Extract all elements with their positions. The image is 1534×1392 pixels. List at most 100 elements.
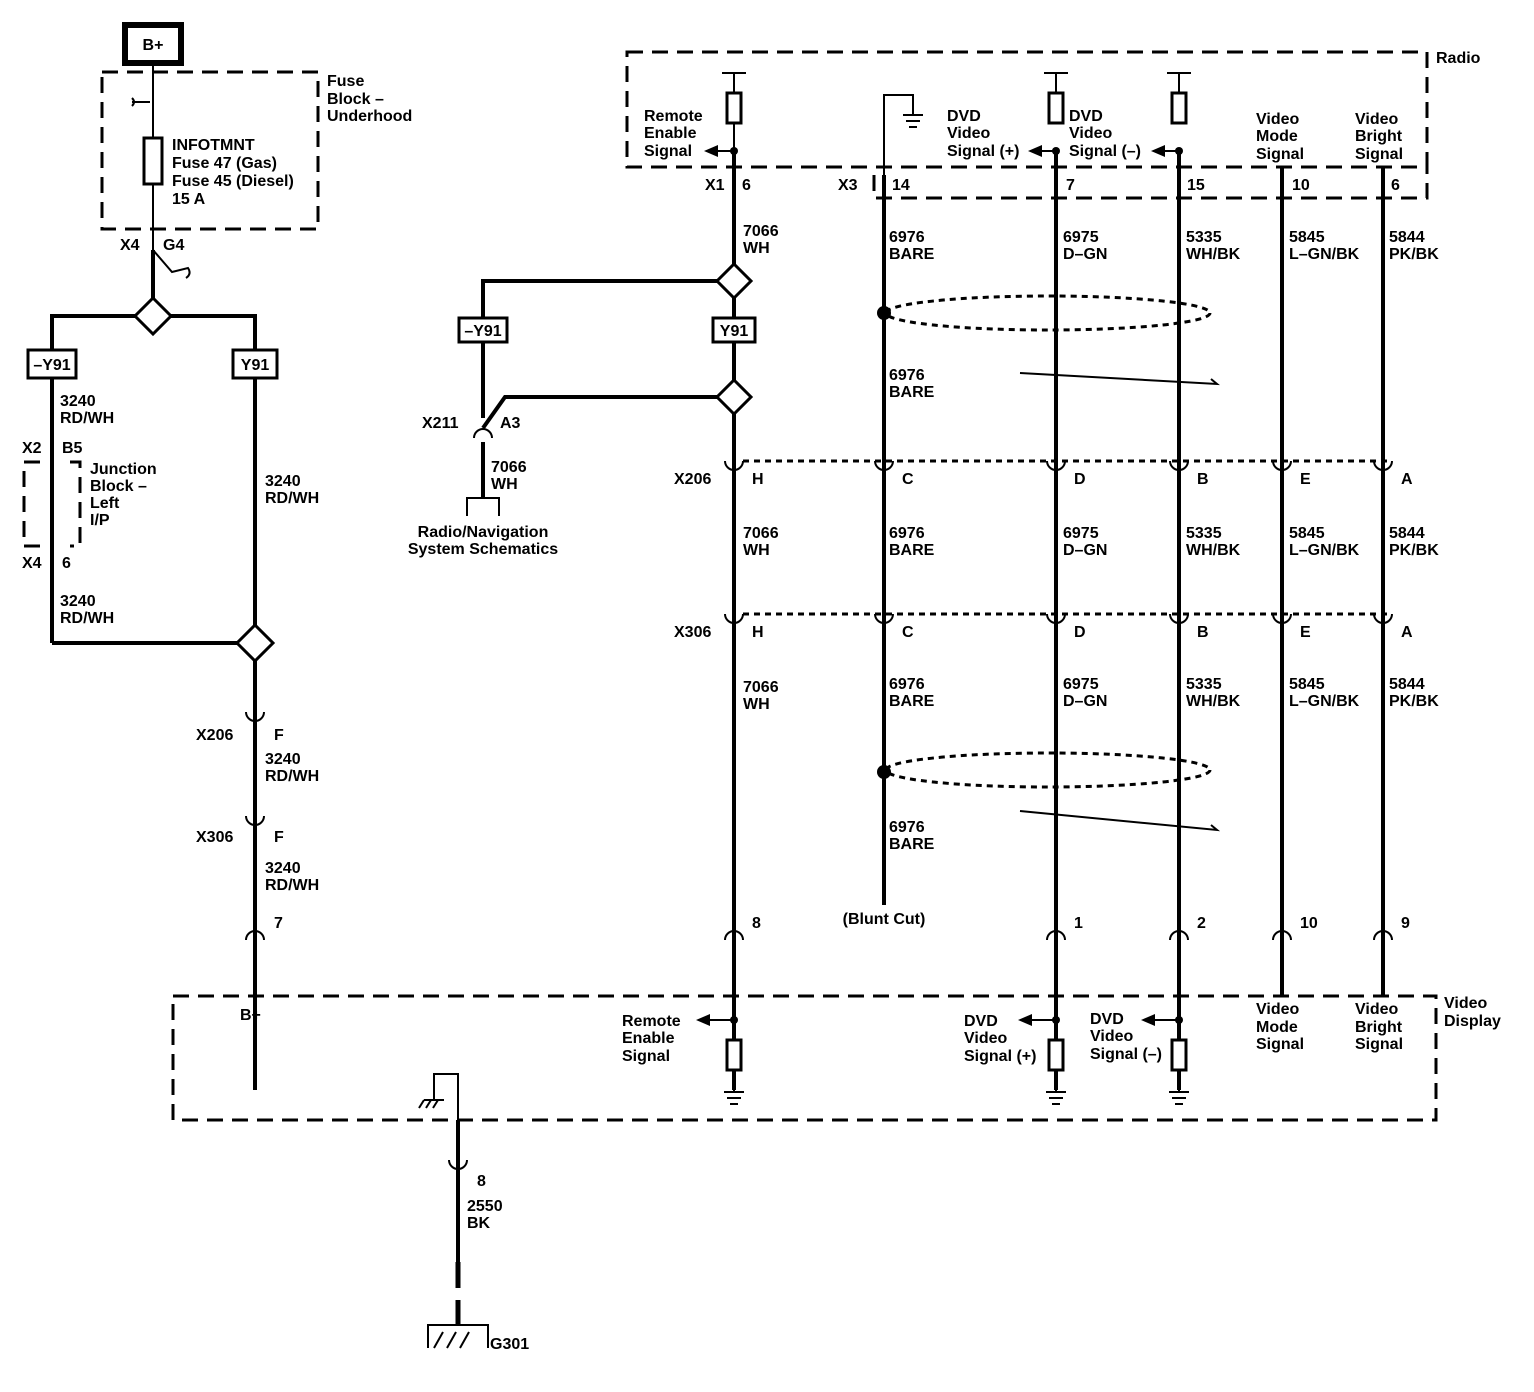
x306-pin-c-symbol <box>874 613 894 624</box>
shield-ellipse-lower <box>884 751 1212 789</box>
display-dvd-minus-label-3: Signal (–) <box>1090 1046 1162 1063</box>
display-dvd-minus-label-1: DVD <box>1090 1011 1124 1028</box>
display-chassis-ground-wire <box>433 1073 459 1120</box>
x306-pin-c: C <box>902 624 914 641</box>
shield-ellipse-upper <box>884 294 1212 332</box>
wire-3240-right-num: 3240 <box>265 473 301 490</box>
junction-block-name-1: Junction <box>90 461 157 478</box>
ground-pin8-symbol <box>448 1159 468 1170</box>
x206-pin-c: C <box>902 471 914 488</box>
radio-dvd-minus-arrow <box>1151 145 1165 157</box>
display-remote-label-1: Remote <box>622 1013 681 1030</box>
twist-line-upper <box>1019 372 1220 386</box>
option-neg-y91-left <box>26 348 78 380</box>
display-pin7-label: 7 <box>274 915 283 932</box>
fuse-line-4: 15 A <box>172 191 206 208</box>
radio-dvd-minus-resistor <box>1170 91 1188 125</box>
x306-pin-b: B <box>1197 624 1209 641</box>
option-y91-nav-label: Y91 <box>720 323 749 340</box>
wire-3240-seg3-color: RD/WH <box>265 877 319 894</box>
connector-x206: X206 H C D B E A <box>674 459 1413 488</box>
ground-g301-icon <box>433 1331 470 1349</box>
display-remote-label-2: Enable <box>622 1030 675 1047</box>
x306-pin-d-symbol <box>1046 613 1066 624</box>
label-6975-color-3: D–GN <box>1063 693 1107 710</box>
conn-x211-symbol <box>473 428 493 439</box>
label-5335-color-3: WH/BK <box>1186 693 1241 710</box>
display-video-bright-label-3: Signal <box>1355 1036 1403 1053</box>
label-6976-num-4: 6976 <box>889 676 925 693</box>
label-5845-num-1: 5845 <box>1289 229 1325 246</box>
conn-x211-label: X211 <box>422 415 459 432</box>
label-7066-num-1: 7066 <box>743 223 779 240</box>
video-display-name-1: Video <box>1444 995 1488 1012</box>
label-5845-num-3: 5845 <box>1289 676 1325 693</box>
option-y91-left-label: Y91 <box>241 357 270 374</box>
x206-pin-h: H <box>752 471 764 488</box>
label-6976-num-2: 6976 <box>889 367 925 384</box>
nav-wire-color: WH <box>491 476 518 493</box>
option-y91-nav <box>711 316 757 344</box>
label-5844-num-3: 5844 <box>1389 676 1425 693</box>
x206-pin-a: A <box>1401 471 1413 488</box>
jb-x4-label: X4 <box>22 555 42 572</box>
wire-3240-bottom-color: RD/WH <box>60 610 114 627</box>
conn-x306-left-label: X306 <box>196 829 233 846</box>
jb-b5-label: B5 <box>62 440 83 457</box>
radio-dvd-plus-resistor <box>1047 91 1065 125</box>
nav-reference-1: Radio/Navigation <box>418 524 549 541</box>
display-pin1-label: 1 <box>1074 915 1083 932</box>
radio-video-bright-label-1: Video <box>1355 111 1399 128</box>
label-5844-color-2: PK/BK <box>1389 542 1439 559</box>
twist-line-lower <box>1019 810 1221 832</box>
radio-remote-label-1: Remote <box>644 108 703 125</box>
display-connector: 8 1 2 10 9 <box>724 915 1410 941</box>
power-section: B+ Fuse Block – Underhood INFOTMNT Fuse … <box>22 22 412 1090</box>
display-pin8-symbol <box>724 930 744 941</box>
label-5335-num-1: 5335 <box>1186 229 1222 246</box>
option-splice-nav-upper <box>714 261 754 301</box>
radio-pin-bare: 14 <box>892 177 910 194</box>
x206-pin-h-symbol <box>724 460 744 471</box>
label-6976-color-4: BARE <box>889 693 935 710</box>
fuse-conn-x4-label: X4 <box>120 237 140 254</box>
radio-pin-video-bright: 6 <box>1391 177 1400 194</box>
label-5335-num-2: 5335 <box>1186 525 1222 542</box>
right-branch-wire <box>171 314 257 350</box>
wire-2550-num: 2550 <box>467 1198 503 1215</box>
ground-g301-bracket <box>427 1324 489 1348</box>
nav-branch-wire <box>481 279 717 318</box>
label-7066-num-2: 7066 <box>743 525 779 542</box>
x306-pin-a: A <box>1401 624 1413 641</box>
radio-shield-ground-wire <box>883 94 914 175</box>
display-pin10-label: 10 <box>1300 915 1318 932</box>
circuit-labels-lower: 7066 WH 6976 BARE 6975 D–GN 5335 WH/BK 5… <box>743 676 1439 853</box>
radio-remote-arrow <box>704 145 718 157</box>
junction-block-name-2: Block – <box>90 478 147 495</box>
label-7066-num-3: 7066 <box>743 679 779 696</box>
display-pin2-label: 2 <box>1197 915 1206 932</box>
radio-name: Radio <box>1436 50 1481 67</box>
label-6976-num-1: 6976 <box>889 229 925 246</box>
label-5335-color-2: WH/BK <box>1186 542 1241 559</box>
radio-video-bright-label-3: Signal <box>1355 146 1403 163</box>
radio-remote-label-2: Enable <box>644 125 697 142</box>
x206-pin-e: E <box>1300 471 1311 488</box>
display-dvd-plus-label-1: DVD <box>964 1013 998 1030</box>
fuse-line-1: INFOTMNT <box>172 137 255 154</box>
wire-3240-left-color: RD/WH <box>60 410 114 427</box>
display-pin9-label: 9 <box>1401 915 1410 932</box>
label-5845-num-2: 5845 <box>1289 525 1325 542</box>
label-6975-color-1: D–GN <box>1063 246 1107 263</box>
radio-dvd-plus-label-1: DVD <box>947 108 981 125</box>
conn-x306-f-label: F <box>274 829 284 846</box>
display-dvd-plus-label-2: Video <box>964 1030 1008 1047</box>
fuse-symbol <box>142 136 164 186</box>
x306-pin-e: E <box>1300 624 1311 641</box>
display-pin10-symbol <box>1272 930 1292 941</box>
shield-drain-upper <box>877 306 891 320</box>
signal-wires <box>732 151 1385 1090</box>
twisted-pair-shield-lower: (Blunt Cut) <box>843 751 1221 928</box>
jb-pin6-label: 6 <box>62 555 71 572</box>
